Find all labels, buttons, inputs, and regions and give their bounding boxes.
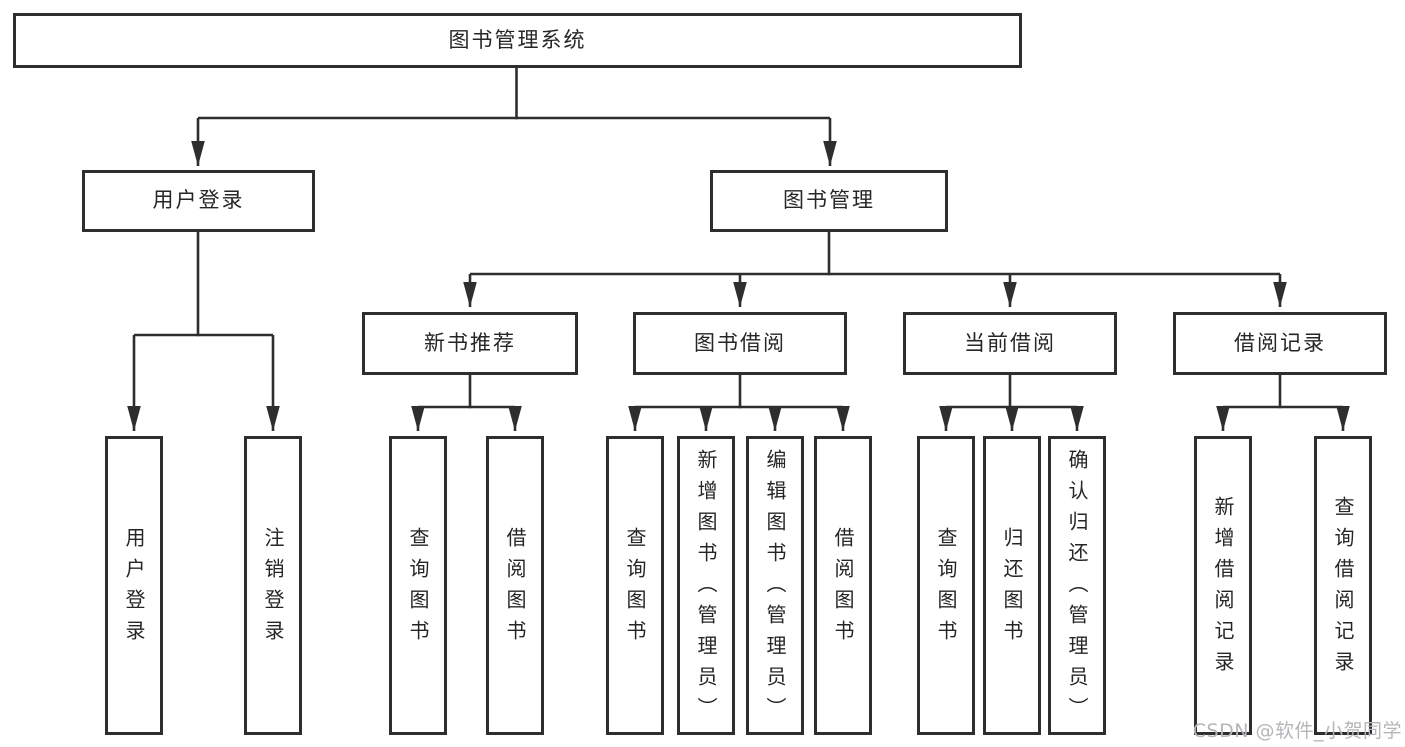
- node-user-login: 用户登录: [82, 170, 315, 232]
- node-new-book-recommend: 新书推荐: [362, 312, 578, 375]
- node-current-borrow: 当前借阅: [903, 312, 1117, 375]
- leaf-bb-borrow-books: 借阅图书: [814, 436, 872, 735]
- node-borrow-records: 借阅记录: [1173, 312, 1387, 375]
- node-book-borrow: 图书借阅: [633, 312, 847, 375]
- leaf-logout: 注销登录: [244, 436, 302, 735]
- csdn-watermark: CSDN @软件_小贺同学: [1192, 720, 1402, 742]
- leaf-bb-add-books: 新增图书（管理员）: [677, 436, 735, 735]
- leaf-bb-edit-books: 编辑图书（管理员）: [746, 436, 804, 735]
- leaf-br-add-record: 新增借阅记录: [1194, 436, 1252, 735]
- leaf-rec-query-books: 查询图书: [389, 436, 447, 735]
- leaf-bb-query-books: 查询图书: [606, 436, 664, 735]
- leaf-cb-return-books: 归还图书: [983, 436, 1041, 735]
- leaf-br-query-record: 查询借阅记录: [1314, 436, 1372, 735]
- node-book-mgmt: 图书管理: [710, 170, 948, 232]
- leaf-cb-query-books: 查询图书: [917, 436, 975, 735]
- leaf-cb-confirm-return: 确认归还（管理员）: [1048, 436, 1106, 735]
- node-root: 图书管理系统: [13, 13, 1022, 68]
- leaf-user-login: 用户登录: [105, 436, 163, 735]
- leaf-rec-borrow-books: 借阅图书: [486, 436, 544, 735]
